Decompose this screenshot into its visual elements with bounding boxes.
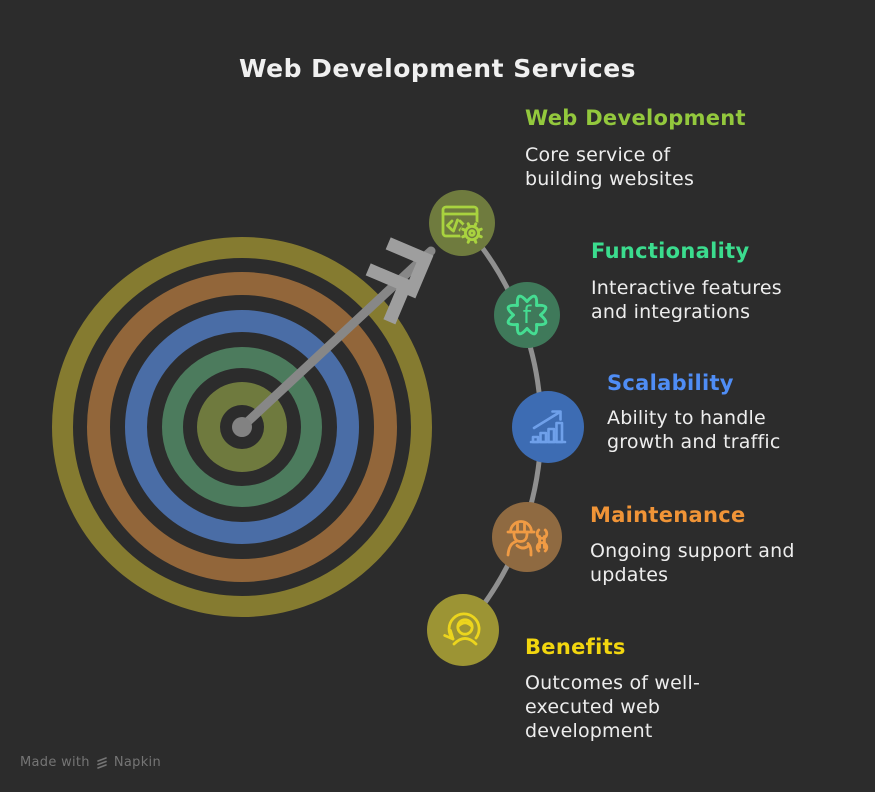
node-functionality: f xyxy=(494,282,560,348)
target-third-ring xyxy=(125,310,359,544)
arrow-tip-dot xyxy=(232,417,252,437)
item-label-scalability: Scalability xyxy=(607,371,734,395)
item-label-maintenance: Maintenance xyxy=(590,503,746,527)
napkin-logo-icon xyxy=(97,756,107,769)
scalloped-gear-f-icon: f xyxy=(506,294,548,336)
target-outer-ring xyxy=(52,237,432,617)
page-title: Web Development Services xyxy=(238,54,637,83)
item-description-scalability: Ability to handle growth and traffic xyxy=(607,407,781,453)
worker-wrench-icon xyxy=(506,520,549,557)
target-fourth-ring xyxy=(162,347,322,507)
node-circle xyxy=(512,391,584,463)
item-description-web-development: Core service of building websites xyxy=(525,144,695,190)
node-maintenance xyxy=(492,502,562,572)
letter-f: f xyxy=(523,301,532,329)
node-web-development xyxy=(429,190,495,256)
arrow-feather-2 xyxy=(385,237,434,299)
item-label-web-development: Web Development xyxy=(525,106,746,130)
node-circle xyxy=(427,594,499,666)
user-refresh-icon xyxy=(443,612,481,646)
item-label-functionality: Functionality xyxy=(591,239,750,263)
node-benefits xyxy=(427,594,499,666)
target-second-ring xyxy=(87,272,397,582)
item-description-benefits: Outcomes of well-executed web developmen… xyxy=(525,672,701,742)
watermark-prefix: Made with xyxy=(20,755,90,770)
item-label-benefits: Benefits xyxy=(525,635,626,659)
node-scalability xyxy=(512,391,584,463)
growth-chart-arrow-icon xyxy=(529,410,567,444)
watermark: Made with Napkin xyxy=(20,755,161,770)
item-description-maintenance: Ongoing support and updates xyxy=(590,540,795,586)
target-arrow xyxy=(232,237,436,437)
node-circle xyxy=(494,282,560,348)
arrow-feather-1 xyxy=(365,263,414,325)
item-description-functionality: Interactive features and integrations xyxy=(591,277,782,323)
watermark-brand: Napkin xyxy=(113,755,161,770)
browser-code-gear-icon xyxy=(441,205,484,245)
